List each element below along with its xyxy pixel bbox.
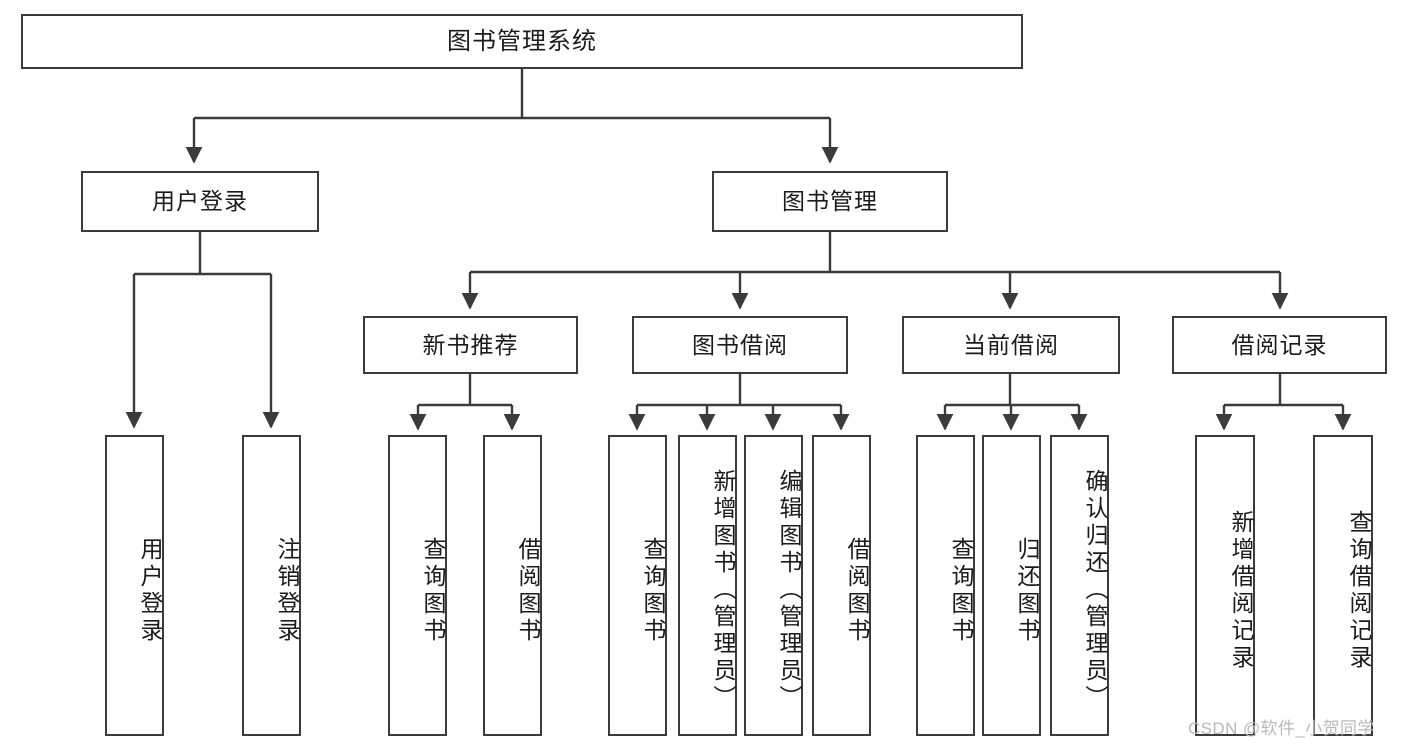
node-new-book-recommend-label: 新书推荐 (422, 331, 519, 358)
node-borrow-record[interactable]: 借阅记录 (1172, 316, 1387, 374)
leaf-return-book-label: 归还图书 (1014, 536, 1040, 645)
leaf-return-book[interactable]: 归还图书 (982, 435, 1041, 736)
leaf-user-login[interactable]: 用户登录 (105, 435, 164, 736)
leaf-query-book-2-label: 查询图书 (640, 536, 666, 645)
leaf-add-record-label: 新增借阅记录 (1228, 509, 1254, 672)
node-current-borrow-label: 当前借阅 (963, 331, 1059, 358)
leaf-borrow-book-2[interactable]: 借阅图书 (812, 435, 871, 736)
node-book-borrow-label: 图书借阅 (692, 331, 788, 358)
leaf-query-book-3[interactable]: 查询图书 (916, 435, 975, 736)
node-book-manage[interactable]: 图书管理 (712, 171, 948, 232)
leaf-query-record-label: 查询借阅记录 (1346, 509, 1372, 672)
leaf-add-record[interactable]: 新增借阅记录 (1195, 435, 1255, 736)
leaf-confirm-return[interactable]: 确认归还（管理员） (1050, 435, 1109, 736)
leaf-query-book-1[interactable]: 查询图书 (388, 435, 447, 736)
leaf-edit-book[interactable]: 编辑图书（管理员） (744, 435, 803, 736)
node-book-manage-label: 图书管理 (782, 188, 878, 215)
leaf-add-book-label: 新增图书（管理员） (710, 469, 736, 712)
node-current-borrow[interactable]: 当前借阅 (902, 316, 1120, 374)
leaf-edit-book-label: 编辑图书（管理员） (776, 469, 802, 712)
node-user-login-label: 用户登录 (152, 188, 248, 215)
leaf-query-record[interactable]: 查询借阅记录 (1313, 435, 1373, 736)
node-new-book-recommend[interactable]: 新书推荐 (363, 316, 578, 374)
node-root-label: 图书管理系统 (447, 27, 597, 55)
leaf-borrow-book-1-label: 借阅图书 (515, 536, 541, 645)
leaf-logout-login[interactable]: 注销登录 (242, 435, 301, 736)
leaf-borrow-book-1[interactable]: 借阅图书 (483, 435, 542, 736)
leaf-query-book-1-label: 查询图书 (420, 536, 446, 645)
csdn-watermark: CSDN @软件_小贺同学 (1188, 719, 1375, 738)
node-borrow-record-label: 借阅记录 (1231, 331, 1328, 358)
leaf-borrow-book-2-label: 借阅图书 (844, 536, 870, 645)
leaf-add-book[interactable]: 新增图书（管理员） (678, 435, 737, 736)
leaf-query-book-2[interactable]: 查询图书 (608, 435, 667, 736)
leaf-logout-login-label: 注销登录 (274, 536, 300, 645)
leaf-confirm-return-label: 确认归还（管理员） (1082, 469, 1108, 712)
node-root[interactable]: 图书管理系统 (21, 14, 1023, 69)
node-user-login[interactable]: 用户登录 (81, 171, 319, 232)
leaf-query-book-3-label: 查询图书 (948, 536, 974, 645)
node-book-borrow[interactable]: 图书借阅 (632, 316, 848, 374)
leaf-user-login-label: 用户登录 (137, 536, 163, 645)
